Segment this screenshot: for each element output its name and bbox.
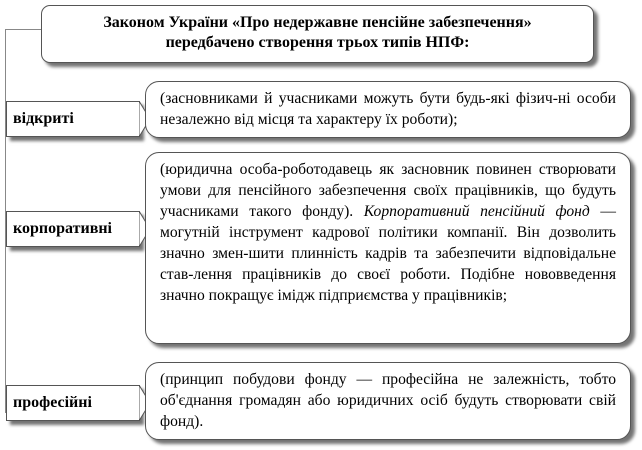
connector-vertical (5, 29, 6, 413)
arrow-pointer-icon (139, 101, 151, 137)
connector-horizontal (5, 29, 42, 30)
arrow-pointer-icon (139, 211, 151, 247)
type-desc-open: (засновниками й учасниками можуть бути б… (145, 81, 631, 138)
type-desc-emphasis: Корпоративний пенсійний фонд (363, 203, 590, 220)
type-desc-text-part1: (юридична особа-роботодавець як засновни… (160, 161, 616, 220)
header-line-2: передбачено створення трьох типів НПФ: (165, 34, 470, 51)
type-desc-professional: (принцип побудови фонду — професійна не … (145, 362, 631, 440)
type-label-corporate: корпоративні (6, 211, 140, 247)
header-line-1: Законом України «Про недержавне пенсійне… (103, 14, 532, 31)
type-label-text: відкриті (13, 110, 74, 127)
type-label-text: корпоративні (13, 220, 112, 237)
type-desc-text: (засновниками й учасниками можуть бути б… (160, 90, 616, 128)
type-label-open: відкриті (6, 101, 140, 137)
header-box: Законом України «Про недержавне пенсійне… (41, 5, 594, 63)
arrow-pointer-icon (139, 385, 151, 421)
type-desc-text-part2: — могутній інструмент кадрової політики … (160, 203, 616, 304)
type-label-professional: професійні (6, 385, 140, 421)
type-desc-text: (принцип побудови фонду — професійна не … (160, 371, 616, 430)
type-label-text: професійні (13, 394, 92, 411)
type-desc-corporate: (юридична особа-роботодавець як засновни… (145, 152, 631, 344)
